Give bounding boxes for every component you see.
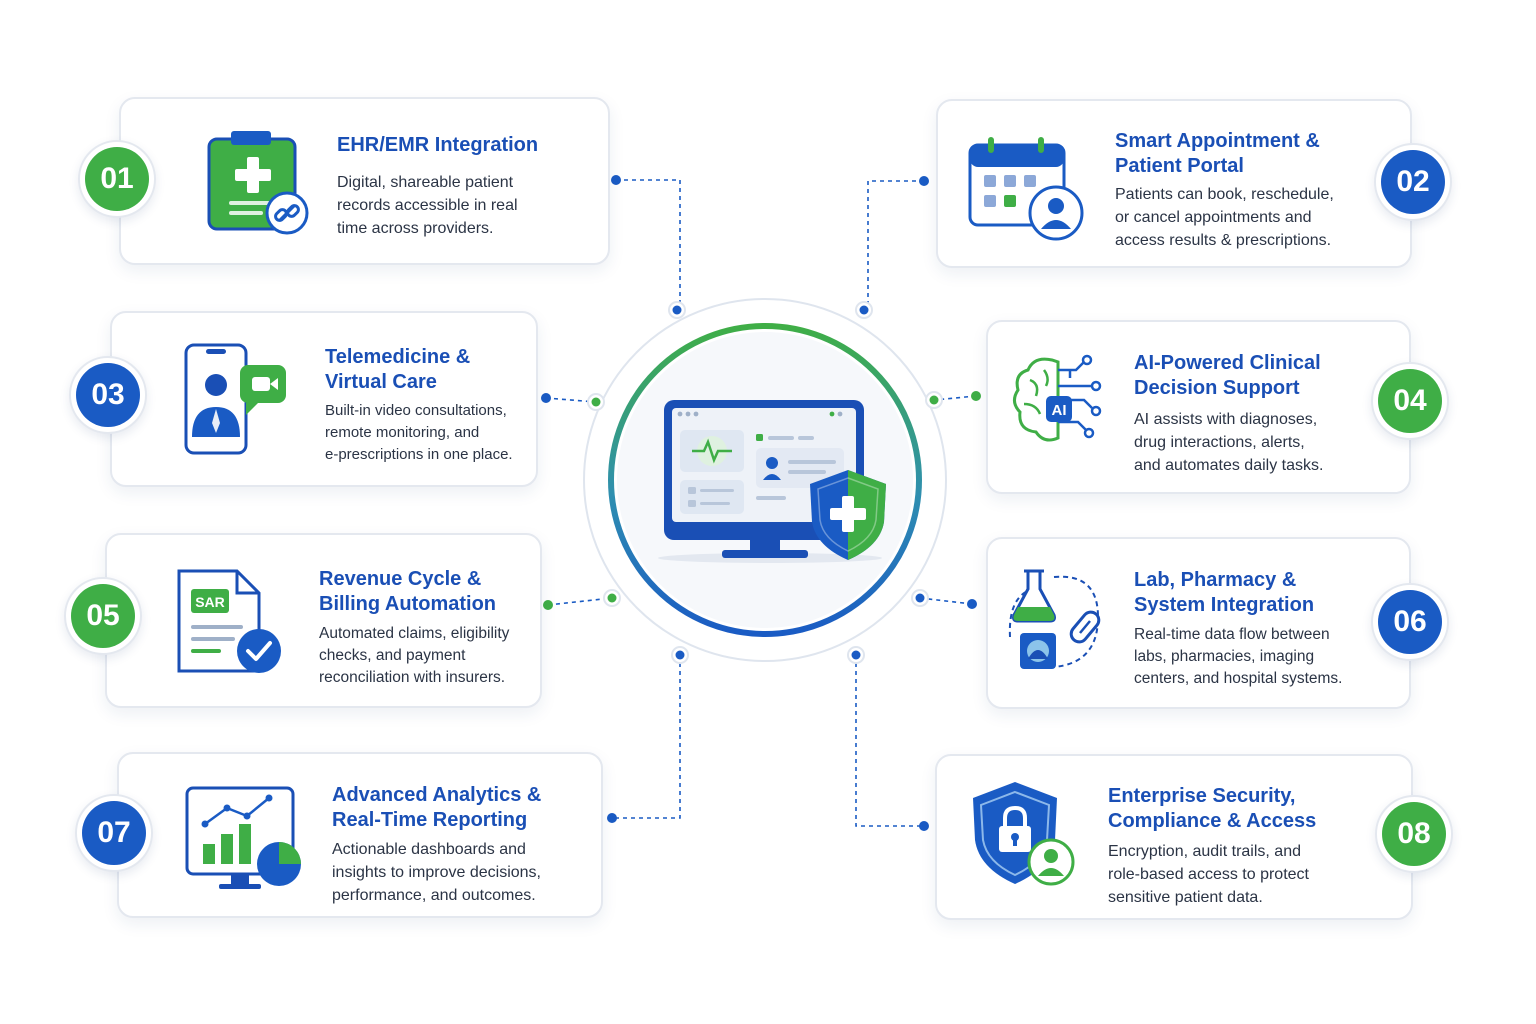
feature-description: AI assists with diagnoses, drug interact…: [1134, 411, 1324, 474]
central-hub: [583, 298, 947, 664]
feature-title: Revenue Cycle & Billing Automation: [319, 568, 497, 615]
number-badge-01: 01: [78, 140, 156, 218]
feature-card-08[interactable]: Enterprise Security, Compliance & Access…: [935, 754, 1413, 920]
feature-description: Built-in video consultations, remote mon…: [325, 402, 513, 463]
feature-card-05[interactable]: SAR Revenue Cycle & Billing Automation A…: [105, 533, 542, 708]
svg-text:SAR: SAR: [195, 594, 225, 610]
feature-title: Smart Appointment & Patient Portal: [1115, 130, 1320, 177]
feature-description: Automated claims, eligibility checks, an…: [319, 625, 510, 686]
feature-card-01[interactable]: EHR/EMR Integration Digital, shareable p…: [119, 97, 610, 265]
feature-description: Encryption, audit trails, and role-based…: [1108, 843, 1309, 906]
feature-card-02[interactable]: Smart Appointment & Patient Portal Patie…: [936, 99, 1412, 268]
number-badge-07: 07: [75, 794, 153, 872]
feature-description: Actionable dashboards and insights to im…: [332, 841, 541, 904]
feature-title: AI-Powered Clinical Decision Support: [1134, 352, 1321, 399]
feature-description: Digital, shareable patient records acces…: [337, 174, 518, 237]
feature-title: Advanced Analytics & Real-Time Reporting: [332, 784, 542, 831]
svg-text:AI: AI: [1052, 402, 1067, 419]
analytics-dashboard-icon: [185, 786, 301, 889]
number-badge-06: 06: [1371, 583, 1449, 661]
feature-title: Enterprise Security, Compliance & Access: [1108, 785, 1317, 832]
feature-card-07[interactable]: Advanced Analytics & Real-Time Reporting…: [117, 752, 603, 918]
phone-video-call-icon: [184, 343, 286, 455]
feature-card-03[interactable]: Telemedicine & Virtual Care Built-in vid…: [110, 311, 538, 487]
hub-node-dots: [587, 301, 943, 664]
number-badge-03: 03: [69, 356, 147, 434]
feature-card-06[interactable]: Lab, Pharmacy & System Integration Real-…: [986, 537, 1411, 709]
feature-description: Real-time data flow between labs, pharma…: [1134, 626, 1343, 687]
lab-flask-pill-scan-icon: [1008, 569, 1101, 669]
feature-card-04[interactable]: AI AI-Powered Clinical Decision Support …: [986, 320, 1411, 494]
billing-document-check-icon: SAR: [177, 569, 281, 673]
number-badge-02: 02: [1374, 143, 1452, 221]
number-badge-05: 05: [64, 577, 142, 655]
security-shield-lock-icon: [973, 782, 1075, 886]
monitor-shield-medical-icon: [658, 400, 886, 563]
number-badge-08: 08: [1375, 795, 1453, 873]
clipboard-medical-link-icon: [207, 131, 309, 235]
ai-brain-circuit-icon: AI: [1013, 354, 1102, 442]
calendar-patient-icon: [968, 137, 1084, 241]
feature-description: Patients can book, reschedule, or cancel…: [1115, 186, 1334, 249]
feature-title: EHR/EMR Integration: [337, 134, 539, 156]
number-badge-04: 04: [1371, 362, 1449, 440]
feature-title: Telemedicine & Virtual Care: [325, 346, 471, 393]
feature-title: Lab, Pharmacy & System Integration: [1134, 569, 1315, 616]
